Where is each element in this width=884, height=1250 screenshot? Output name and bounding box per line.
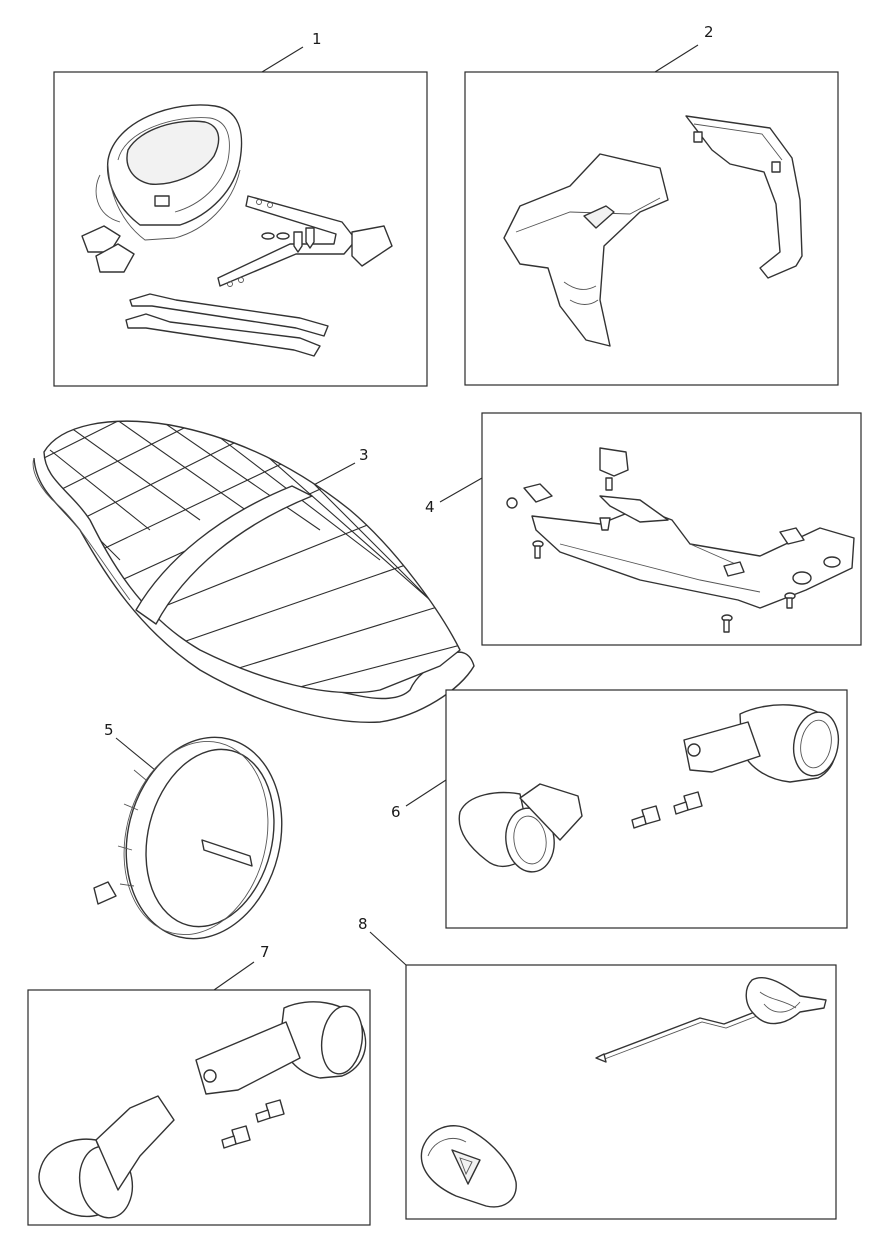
part-5-leader <box>115 737 156 771</box>
part-3-seat-group[interactable]: 3 <box>20 415 500 723</box>
part-3-leader <box>307 462 356 489</box>
part-8-cover-group[interactable]: 8 <box>358 915 837 1220</box>
part-7-indicators-group[interactable]: 7 <box>27 943 371 1226</box>
callout-2-label: 2 <box>704 23 714 41</box>
part-4-bracket-group[interactable]: 4 <box>425 412 862 646</box>
tank-bag-drawing <box>81 104 393 357</box>
part-4-leader <box>439 477 483 503</box>
part-7-leader <box>213 961 255 991</box>
part-8-leader <box>369 931 407 966</box>
callout-1-label: 1 <box>312 30 322 48</box>
callout-8-label: 8 <box>358 915 368 933</box>
flyscreen-drawing <box>503 115 803 347</box>
part-1-leader <box>261 46 304 73</box>
seat-drawing <box>32 420 475 723</box>
callout-6-label: 6 <box>391 803 401 821</box>
part-6-leader <box>405 779 447 807</box>
part-5-headlight-bowl-group[interactable]: 5 <box>93 721 302 956</box>
callout-5-label: 5 <box>104 721 114 739</box>
indicator-pair-b-drawing <box>38 1001 367 1219</box>
part-1-tank-bag-group[interactable]: 1 <box>53 30 428 387</box>
callout-7-label: 7 <box>260 943 270 961</box>
part-2-leader <box>654 44 699 73</box>
cover-and-harness-drawing <box>420 977 827 1208</box>
callout-3-label: 3 <box>359 446 369 464</box>
headlight-ring-drawing <box>93 736 283 940</box>
mounting-plate-drawing <box>506 447 855 633</box>
indicator-pair-drawing <box>458 704 840 873</box>
part-2-flyscreen-group[interactable]: 2 <box>464 23 839 386</box>
callout-4-label: 4 <box>425 498 435 516</box>
part-6-indicators-group[interactable]: 6 <box>391 689 848 929</box>
